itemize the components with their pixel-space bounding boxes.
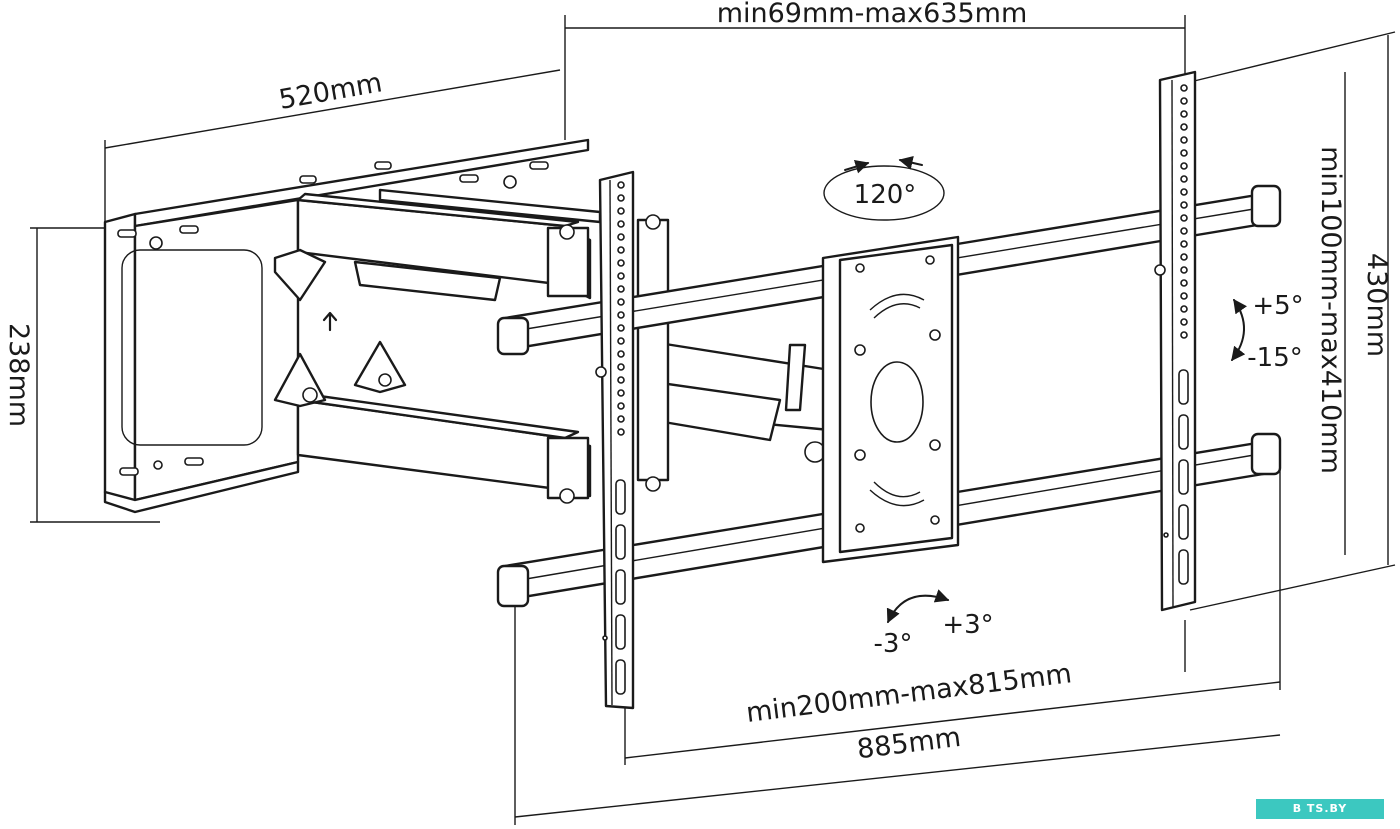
left-vertical-bracket: [595, 170, 635, 710]
swivel-indicator: [823, 155, 945, 221]
center-vesa-plate: [821, 235, 960, 564]
dimension-lines: [30, 15, 1396, 825]
wall-plate: [103, 138, 590, 514]
vertical-vesa-label: min100mm-max410mm: [1315, 146, 1346, 474]
articulating-arms: [273, 188, 832, 504]
tilt-down-label: -15°: [1247, 343, 1302, 373]
rotate-minus-label: -3°: [874, 629, 913, 659]
arm-spacing-label: min69mm-max635mm: [717, 0, 1028, 29]
tilt-indicator: [1231, 298, 1247, 362]
right-vertical-bracket: [1154, 70, 1197, 612]
wall-plate-height-label: 238mm: [3, 323, 34, 427]
bracket-height-label: 430mm: [1361, 253, 1392, 357]
rotate-plus-label: +3°: [942, 610, 993, 640]
rotation-indicator: [886, 589, 950, 624]
tilt-up-label: +5°: [1252, 291, 1303, 321]
overall-width-label: 885mm: [855, 722, 962, 765]
watermark-badge: B TS.BY: [1256, 799, 1384, 819]
horizontal-vesa-label: min200mm-max815mm: [744, 658, 1073, 729]
swivel-angle-label: 120°: [854, 180, 917, 210]
